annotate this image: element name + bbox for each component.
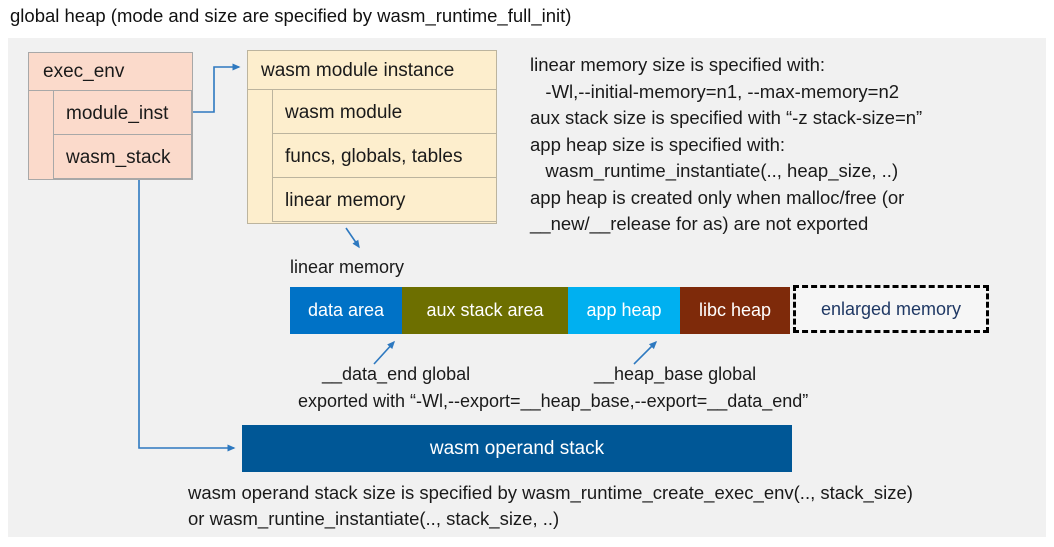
exec-env-box: exec_env module_inst wasm_stack xyxy=(28,52,193,180)
notes-operand-stack-size: wasm operand stack size is specified by … xyxy=(188,480,913,532)
segment-libc-heap: libc heap xyxy=(680,287,790,334)
module-row-linear-memory: linear memory xyxy=(272,177,497,222)
note-line: or wasm_runtine_instantiate(.., stack_si… xyxy=(188,508,560,529)
segment-aux-stack-area: aux stack area xyxy=(402,287,568,334)
note-line: aux stack size is specified with “-z sta… xyxy=(530,107,923,128)
annotation-exported-with: exported with “-Wl,--export=__heap_base,… xyxy=(298,391,809,411)
note-line: app heap size is specified with: xyxy=(530,133,786,155)
segment-data-area: data area xyxy=(290,287,402,334)
annotation-heap-base-global: __heap_base global xyxy=(594,364,757,384)
module-row-wasm-module: wasm module xyxy=(272,89,497,134)
segment-app-heap: app heap xyxy=(568,287,680,334)
note-line: __new/__release for as) are not exported xyxy=(530,213,869,234)
wasm-operand-stack-bar: wasm operand stack xyxy=(242,425,792,472)
exec-env-row-wasm-stack: wasm_stack xyxy=(53,134,192,179)
notes-linear-memory-sizes: linear memory size is specified with: -W… xyxy=(530,52,922,238)
segment-enlarged-memory: enlarged memory xyxy=(793,285,989,333)
page-title: global heap (mode and size are specified… xyxy=(10,5,572,26)
module-row-funcs-globals-tables: funcs, globals, tables xyxy=(272,133,497,178)
note-line: -Wl,--initial-memory=n1, --max-memory=n2 xyxy=(530,80,900,102)
note-line: wasm_runtime_instantiate(.., heap_size, … xyxy=(530,160,899,181)
linear-memory-label: linear memory xyxy=(290,257,405,277)
note-line: linear memory size is specified with: xyxy=(530,54,826,75)
note-line: wasm operand stack size is specified by … xyxy=(188,482,913,503)
wasm-module-instance-box: wasm module instance wasm module funcs, … xyxy=(247,50,497,224)
wasm-module-instance-header: wasm module instance xyxy=(248,51,496,90)
annotation-data-end-global: __data_end global xyxy=(322,364,471,384)
exec-env-header: exec_env xyxy=(29,53,192,91)
note-line: app heap is created only when malloc/fre… xyxy=(530,186,905,208)
exec-env-row-module-inst: module_inst xyxy=(53,90,192,135)
